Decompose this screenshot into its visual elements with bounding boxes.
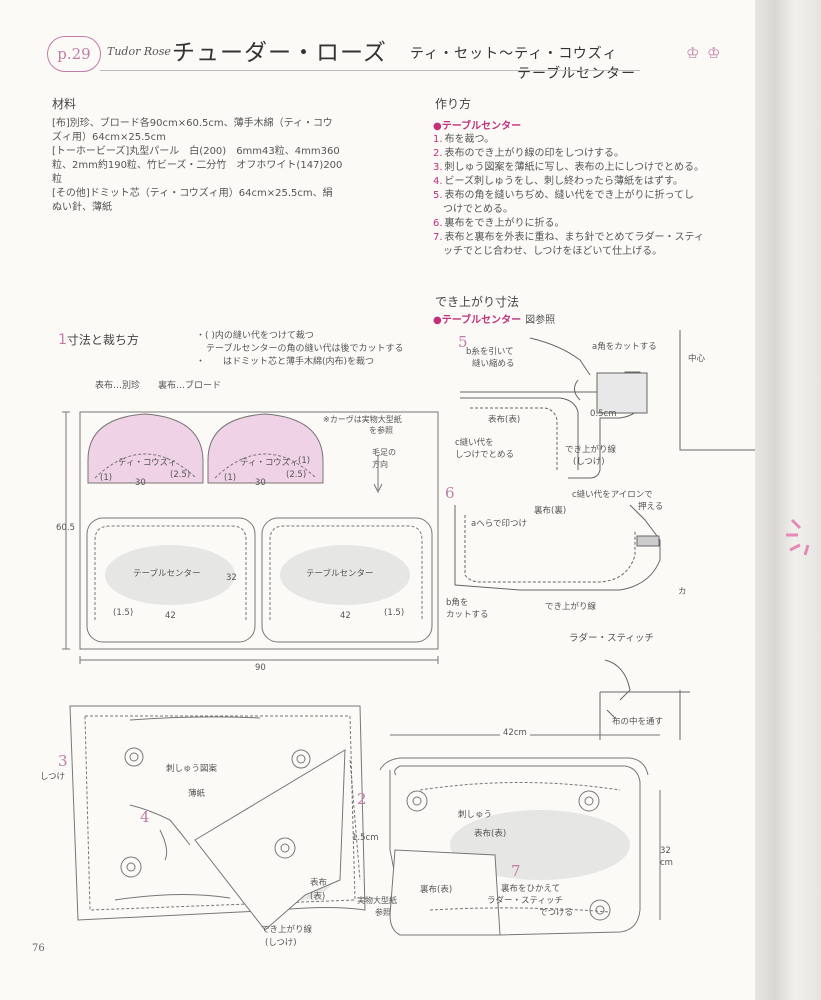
step5-figure — [460, 337, 648, 479]
step5-a-label: a角をカットする — [592, 342, 657, 352]
finished-size-ref: ●テーブルセンター図参照 — [433, 315, 556, 326]
step6-a-label: aへらで印つけ — [471, 519, 527, 529]
emb-dim: 1.5cm — [352, 833, 379, 843]
step3-number: 3 — [58, 752, 68, 770]
materials-line: [その他]ドミット芯（ティ・コウズィ用）64cm×25.5cm、絹 — [52, 188, 333, 199]
cutting-heading: 1寸法と裁ち方 — [58, 332, 139, 348]
cozy-sa: (2.5) — [286, 470, 307, 480]
materials-line: ズィ用）64cm×25.5cm — [52, 132, 166, 143]
cutting-layout — [62, 411, 439, 664]
step7-number: 7 — [511, 862, 521, 880]
step6-figure — [454, 504, 661, 591]
actual-pattern-note: 実物大型紙参照 — [357, 896, 397, 917]
grain-direction: 毛足の方向 — [372, 448, 396, 469]
book-spine — [755, 0, 821, 1000]
method-step: 7.表布と裏布を外表に重ね、まち針でとめてラダー・スティ — [433, 232, 704, 243]
ladder-title: ラダー・スティッチ — [569, 633, 654, 644]
method-steps: 1.布を裁つ。 2.表布のでき上がり線の印をしつけする。 3.刺しゅう図案を薄紙… — [433, 133, 753, 259]
center-height: 32 — [226, 573, 237, 583]
cozy-label: ティ・コウズィ — [240, 458, 299, 468]
center-label: テーブルセンター — [306, 569, 374, 579]
ladder-stitch-figure — [599, 330, 755, 740]
page-number: 76 — [32, 943, 45, 954]
step6-line-label: でき上がり線 — [545, 602, 597, 612]
curve-note: ※カーヴは実物大型紙 を参照 — [323, 415, 402, 435]
fabric-label: 表布…別珍 裏布…ブロード — [95, 381, 222, 391]
step6-ura: 裏布(裏) — [534, 506, 567, 516]
step6-number: 6 — [445, 484, 455, 502]
materials-line: [トーホービーズ]丸型パール 白(200) 6mm43粒、4mm360 — [52, 146, 340, 157]
method-step: 3.刺しゅう図案を薄紙に写し、表布の上にしつけでとめる。 — [433, 162, 704, 173]
method-step: つけでとめる。 — [443, 204, 513, 215]
center-label: テーブルセンター — [133, 569, 201, 579]
title-underline — [100, 70, 640, 71]
finished-width: 42cm — [500, 728, 530, 738]
step5-c-label: c縫い代をしつけでとめる — [455, 438, 514, 460]
emb-omote: 表布(表) — [310, 878, 328, 902]
materials-line: [布]別珍、ブロード各90cm×60.5cm、薄手木綿（ティ・コウ — [52, 118, 333, 129]
center-width: 42 — [340, 611, 351, 621]
center-sa: (1.5) — [113, 608, 134, 618]
cozy-sa-left: (1) — [224, 473, 237, 483]
step6-b-label: b角をカットする — [446, 598, 489, 620]
materials-text: [布]別珍、ブロード各90cm×60.5cm、薄手木綿（ティ・コウ ズィ用）64… — [52, 117, 382, 215]
method-step: 1.布を裁つ。 — [433, 134, 495, 145]
materials-line: 粒 — [52, 174, 62, 185]
cut-text: カ — [678, 587, 687, 597]
step6-c-label: c縫い代をアイロンで押える — [572, 490, 664, 512]
step5-number: 5 — [458, 333, 468, 351]
method-step: 2.表布のでき上がり線の印をしつけする。 — [433, 148, 624, 159]
step5-dim: 0.5cm — [590, 409, 617, 419]
step5-b-label: b糸を引いて縫い縮める — [466, 347, 515, 369]
page-badge: p.29 — [47, 36, 101, 72]
cozy-width: 30 — [255, 478, 266, 488]
emb-line-label: でき上がり線(しつけ) — [261, 925, 313, 948]
crown-icon: ♔ — [686, 44, 700, 62]
shitsuke-label: しつけ — [40, 772, 65, 782]
sun-mark-icon — [786, 518, 810, 556]
cozy-sa: (2.5) — [170, 470, 191, 480]
cozy-sa-left: (1) — [100, 473, 113, 483]
title-english: Tudor Rose — [107, 45, 171, 58]
cozy-sa-right: (1) — [298, 456, 311, 466]
page-title: チューダー・ローズ — [172, 40, 387, 66]
method-step: ッチでとじ合わせ、しつけをほどいて仕上げる。 — [443, 246, 663, 257]
method-step: 5.表布の角を縫いちぢめ、縫い代をでき上がりに折ってし — [433, 190, 695, 201]
center-width: 42 — [165, 611, 176, 621]
finished-ladder-note: 裏布をひかえて ラダー・スティッチ でつける — [487, 884, 574, 918]
pattern-label: 刺しゅう図案 — [166, 764, 218, 774]
step5-line-label: でき上がり線(しつけ) — [565, 445, 617, 467]
method-step: 4.ビーズ刺しゅうをし、刺し終わったら薄紙をはずす。 — [433, 176, 684, 187]
total-height: 60.5 — [56, 523, 75, 533]
ladder-through: 布の中を通す — [612, 717, 664, 727]
finished-figure — [379, 734, 661, 936]
cozy-width: 30 — [135, 478, 146, 488]
finished-size-heading: でき上がり寸法 — [435, 295, 520, 309]
materials-line: ぬい針、薄紙 — [52, 202, 112, 213]
cutting-note: ・( )内の縫い代をつけて裁つ テーブルセンターの角の縫い代は後でカットする ・… — [196, 331, 404, 367]
finished-omote: 表布(表) — [474, 829, 507, 839]
method-step: 6.裏布をでき上がりに折る。 — [433, 218, 565, 229]
step4-number: 4 — [140, 808, 150, 826]
finished-ura: 裏布(表) — [420, 885, 453, 895]
total-width: 90 — [255, 663, 266, 673]
cozy-label: ティ・コウズィ — [118, 458, 177, 468]
method-section: ●テーブルセンター — [433, 121, 522, 132]
step2-number: 2 — [357, 790, 367, 808]
subtitle-tea-set: ティ・セット〜ティ・コウズィ — [410, 46, 618, 62]
step5-omote: 表布(表) — [488, 415, 521, 425]
center-mark: 中心 — [688, 354, 706, 364]
materials-line: 粒、2mm約190粒、竹ビーズ・二分竹 オフホワイト(147)200 — [52, 160, 343, 171]
finished-shishu: 刺しゅう — [458, 810, 493, 820]
velvet-texture — [105, 545, 630, 900]
crown-icon: ♔ — [707, 44, 721, 62]
paper-label: 薄紙 — [188, 789, 206, 799]
center-sa: (1.5) — [384, 608, 405, 618]
embroidery-figure — [69, 705, 366, 931]
materials-heading: 材料 — [52, 97, 77, 111]
method-heading: 作り方 — [435, 97, 472, 111]
